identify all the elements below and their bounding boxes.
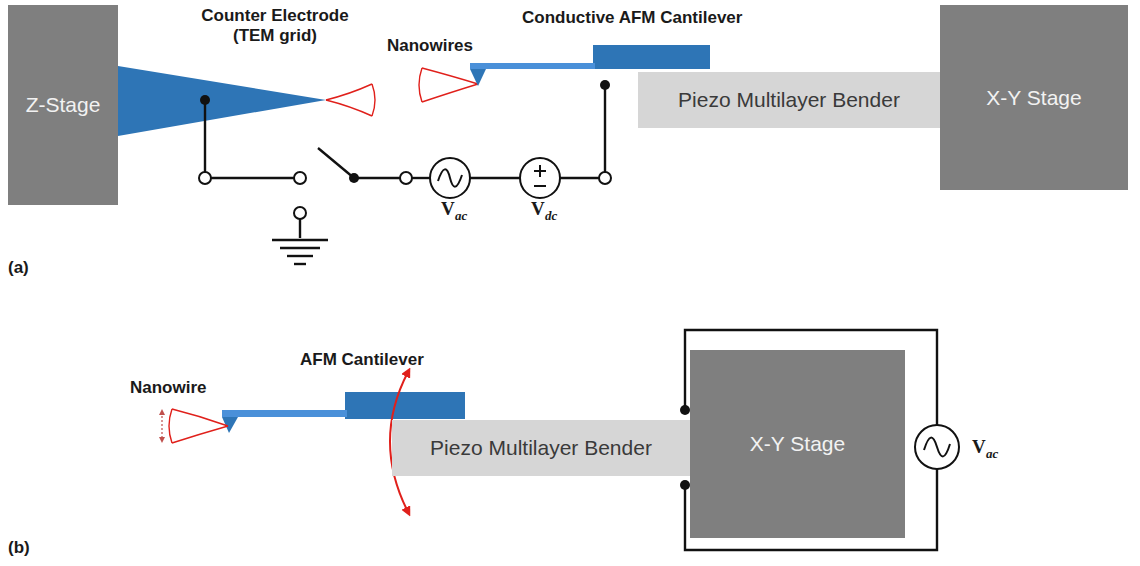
box-label: X-Y Stage (750, 432, 845, 456)
part-label: Nanowires (380, 36, 480, 56)
ground-symbol (272, 240, 328, 264)
box-label: Piezo Multilayer Bender (678, 88, 900, 112)
ac-source (915, 425, 959, 469)
panel-label: (a) (8, 258, 29, 278)
cantilever-tip (470, 69, 486, 86)
nanowire-bundle (326, 68, 478, 116)
piezo-bender: Piezo Multilayer Bender (638, 72, 940, 128)
counter-electrode (118, 66, 326, 136)
stage-block: Z-Stage (8, 5, 118, 205)
ac-source (430, 158, 470, 198)
cantilever-beam (470, 63, 595, 69)
signal-name: V (531, 198, 545, 220)
cantilever-chip (345, 392, 465, 419)
stage-block: X-Y Stage (940, 5, 1128, 190)
part-label: Nanowire (130, 378, 207, 398)
vibration-arrow (161, 412, 162, 440)
signal-name: V (972, 436, 986, 458)
signal-name: dc (545, 209, 557, 224)
signal-name: ac (455, 209, 467, 224)
part-label: Counter Electrode (TEM grid) (180, 6, 370, 45)
part-label: Conductive AFM Cantilever (522, 8, 762, 28)
nanowire (169, 409, 228, 443)
part-label: AFM Cantilever (300, 350, 424, 370)
dc-source (520, 158, 560, 198)
signal-name: V (441, 198, 455, 220)
stage-block: X-Y Stage (690, 350, 905, 538)
piezo-bender: Piezo Multilayer Bender (392, 420, 690, 476)
circuit-wire (685, 330, 937, 550)
cantilever-chip (593, 45, 710, 69)
cantilever-beam (222, 410, 347, 417)
circuit-wire (199, 85, 605, 238)
box-label: Piezo Multilayer Bender (430, 436, 652, 460)
panel-label: (b) (8, 538, 30, 558)
box-label: Z-Stage (26, 93, 101, 117)
box-label: X-Y Stage (986, 86, 1081, 110)
signal-name: ac (986, 447, 998, 462)
